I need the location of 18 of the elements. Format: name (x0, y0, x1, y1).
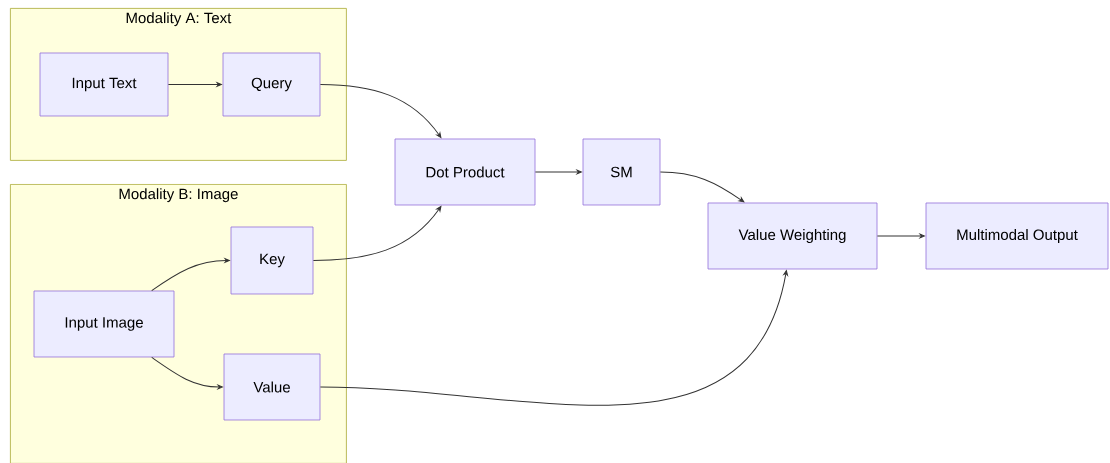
process-box: Input Image (33, 290, 175, 358)
arrow (876, 233, 925, 239)
arrow (167, 82, 222, 87)
arrow (151, 258, 230, 292)
arrow (319, 84, 442, 139)
process-box: Value Weighting (707, 202, 878, 270)
process-box: Input Text (39, 52, 169, 117)
process-box: SM (582, 138, 661, 206)
arrow (151, 356, 223, 390)
process-box: Key (230, 226, 314, 295)
arrow (312, 205, 442, 261)
process-box: Value (223, 353, 321, 421)
process-box: Query (222, 52, 321, 117)
process-box: Dot Product (394, 138, 536, 206)
process-box: Multimodal Output (925, 202, 1109, 270)
arrow (659, 171, 745, 203)
arrow (534, 169, 582, 175)
arrow (319, 270, 788, 406)
